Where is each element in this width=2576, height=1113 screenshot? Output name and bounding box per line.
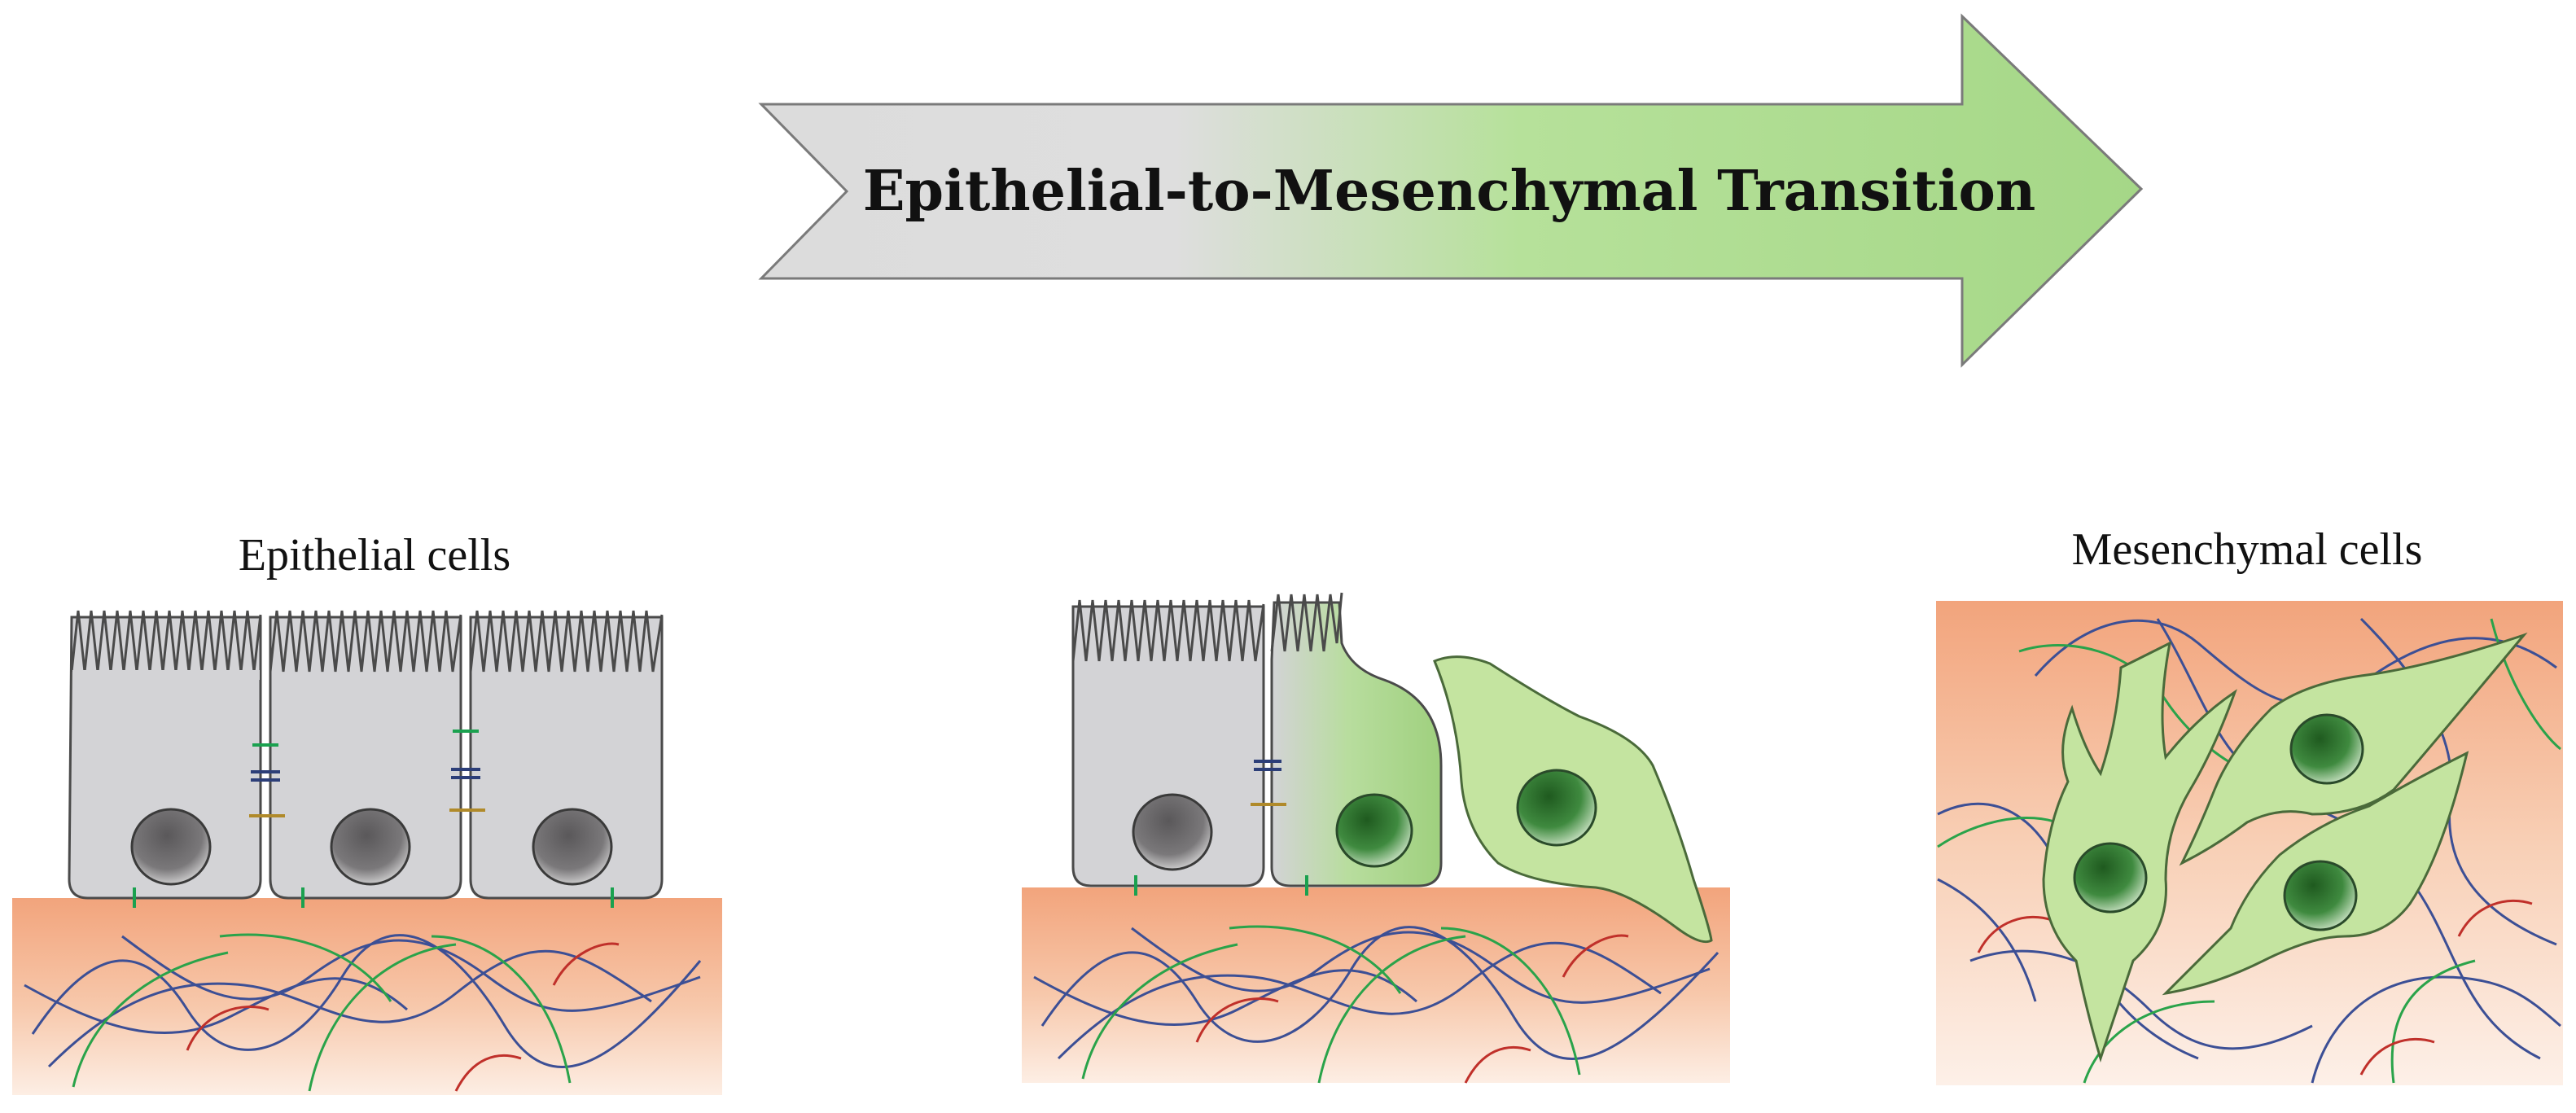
- fiber: [1464, 1045, 1531, 1084]
- fiber: [1033, 969, 1417, 1026]
- fiber: [47, 949, 652, 1068]
- arrow-body: [758, 13, 2144, 368]
- arrow-label: Epithelial-to-Mesenchymal Transition: [863, 159, 2036, 224]
- microvilli: [269, 610, 462, 673]
- epithelial-cell: [269, 616, 462, 900]
- fiber: [1440, 927, 1581, 1076]
- mesenchymal-cells-label: Mesenchymal cells: [2072, 524, 2423, 575]
- fiber: [186, 1006, 269, 1051]
- epithelial-cell: [1071, 605, 1265, 887]
- fiber: [552, 942, 620, 986]
- microvilli: [469, 610, 664, 673]
- fiber: [2457, 899, 2533, 937]
- fiber: [431, 935, 572, 1084]
- fiber: [2083, 1000, 2215, 1084]
- fiber: [1195, 997, 1279, 1043]
- fiber: [2034, 619, 2557, 706]
- extracellular-matrix-icon: [12, 898, 722, 1095]
- fiber: [1040, 926, 1720, 1060]
- extracellular-matrix-icon: [1022, 887, 1730, 1084]
- nucleus-icon: [2289, 713, 2364, 785]
- microvilli: [70, 610, 262, 673]
- nucleus-icon: [330, 808, 411, 886]
- panel-transition: [1022, 592, 1730, 1084]
- nucleus-icon: [1335, 793, 1413, 868]
- mesenchymal-cell: [2042, 641, 2237, 1063]
- cell-junctions: [1134, 760, 1308, 896]
- panel-epithelial: Epithelial cells: [12, 530, 722, 1095]
- fiber: [2359, 1037, 2435, 1076]
- epithelial-cell: [68, 616, 262, 900]
- nucleus-icon: [1132, 793, 1213, 871]
- fiber: [1562, 934, 1629, 978]
- fiber: [31, 934, 702, 1068]
- panel-mesenchymal: Mesenchymal cells: [1936, 524, 2563, 1085]
- nucleus-icon: [2073, 842, 2148, 914]
- mesenchymal-cell-icon: [2042, 632, 2528, 1063]
- fiber: [24, 977, 408, 1034]
- cell-body-fill: [72, 670, 260, 680]
- fiber: [1081, 943, 1238, 1080]
- nucleus-icon: [2283, 860, 2358, 931]
- mesenchymal-cell-icon: [1433, 655, 1713, 944]
- nucleus-icon: [532, 808, 613, 886]
- fiber: [308, 943, 457, 1092]
- process-arrow-icon: Epithelial-to-Mesenchymal Transition: [758, 13, 2144, 368]
- epithelial-cell-icon: [1071, 599, 1265, 887]
- microvilli: [1270, 592, 1343, 652]
- fiber: [1131, 927, 1711, 1004]
- fiber: [1969, 949, 2313, 1050]
- fiber: [1057, 941, 1662, 1060]
- epithelial-cell: [469, 616, 664, 900]
- nucleus-icon: [130, 808, 212, 886]
- nucleus-icon: [1516, 769, 1597, 847]
- cell-junctions: [133, 730, 614, 908]
- fiber: [2390, 959, 2476, 1084]
- fiber: [1977, 915, 2052, 953]
- fiber: [1229, 925, 1402, 994]
- ecm-middle: [1022, 887, 1730, 1083]
- fiber: [2490, 618, 2561, 751]
- ecm-left: [12, 898, 722, 1095]
- fiber: [1317, 935, 1466, 1084]
- microvilli: [1071, 599, 1265, 662]
- fiber: [121, 935, 701, 1012]
- epithelial-cell-icon: [68, 610, 664, 908]
- fiber: [219, 933, 392, 1002]
- fiber: [72, 951, 229, 1088]
- fiber: [454, 1054, 522, 1092]
- transitioning-cell-icon: [1270, 592, 1443, 887]
- epithelial-cells-label: Epithelial cells: [239, 530, 510, 581]
